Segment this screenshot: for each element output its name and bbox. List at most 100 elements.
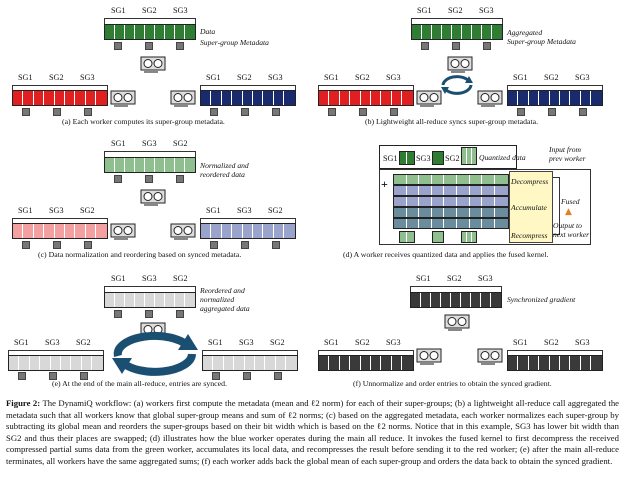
panel-caption: (a) Each worker computes its super-group… [62, 117, 225, 126]
metadata-chip [241, 241, 249, 249]
sync-cycle-icon [441, 75, 473, 95]
data-array-pink [12, 223, 108, 239]
sg-label: SG2 [445, 154, 460, 163]
metadata-chip [114, 310, 122, 318]
data-array-navy [200, 90, 296, 106]
metadata-chip [548, 108, 556, 116]
sg-label: SG2 [544, 338, 559, 347]
panel-c: SG1 SG3 SG2 Normalized and reordered dat… [0, 133, 312, 261]
sg-label: SG2 [447, 274, 462, 283]
data-array-red [318, 90, 414, 106]
panel-caption: (b) Lightweight all-reduce syncs super-g… [365, 117, 539, 126]
sg-brace [202, 350, 298, 356]
metadata-chip [22, 108, 30, 116]
metadata-chip [176, 42, 184, 50]
metadata-chip [210, 108, 218, 116]
sg-brace [104, 18, 196, 24]
sg-label: SG3 [479, 6, 494, 15]
panel-a: SG1 SG2 SG3 Data Super-group Metadata SG… [0, 0, 312, 128]
sg-label: SG2 [355, 73, 370, 82]
sg-label: SG1 [111, 274, 126, 283]
data-array-red [12, 90, 108, 106]
sg-label: SG3 [416, 154, 431, 163]
gpu-icon [416, 348, 442, 365]
metadata-chip [210, 241, 218, 249]
data-array-green [411, 24, 503, 40]
stack-row-mixed [393, 218, 509, 229]
gpu-icon [447, 56, 473, 73]
sg-brace [318, 350, 414, 356]
sg-label: SG3 [45, 338, 60, 347]
sg-label: SG1 [324, 73, 339, 82]
note-metadata: Super-group Metadata [200, 38, 269, 47]
sg-label: SG1 [417, 6, 432, 15]
sg-brace [200, 218, 296, 224]
note-data: Data [200, 27, 216, 36]
sg-label: SG3 [478, 274, 493, 283]
sg-label: SG2 [80, 206, 95, 215]
sg-label: SG3 [575, 338, 590, 347]
panel-e: SG1 SG3 SG2 Reordered and normalized agg… [0, 266, 312, 394]
sg-label: SG1 [208, 338, 223, 347]
stack-row-lavender [393, 196, 509, 207]
data-array-green [104, 24, 196, 40]
metadata-chip [84, 108, 92, 116]
metadata-chip [421, 42, 429, 50]
sg-label: SG3 [386, 73, 401, 82]
metadata-chip [145, 42, 153, 50]
sg-brace [104, 286, 196, 292]
quant-block [432, 151, 444, 165]
stack-row-green [393, 174, 509, 185]
sg-label: SG3 [575, 73, 590, 82]
gpu-icon [110, 90, 136, 107]
sg-label: SG1 [206, 206, 221, 215]
output-quant-block [399, 231, 415, 243]
data-array-gray [8, 355, 104, 371]
note-normalized: Normalized and reordered data [200, 161, 249, 179]
sg-label: SG1 [14, 338, 29, 347]
sg-label: SG3 [268, 73, 283, 82]
sg-brace [8, 350, 104, 356]
gpu-icon [416, 90, 442, 107]
panel-caption: (d) A worker receives quantized data and… [343, 250, 549, 259]
data-array-dark [410, 292, 502, 308]
figure-caption-text: The DynamiQ workflow: (a) workers first … [6, 398, 620, 466]
sg-label: SG2 [142, 6, 157, 15]
metadata-chip [390, 108, 398, 116]
metadata-chip [80, 372, 88, 380]
sg-label: SG3 [237, 206, 252, 215]
sg-brace [507, 350, 603, 356]
metadata-chip [328, 108, 336, 116]
sg-label: SG2 [355, 338, 370, 347]
kernel-box [379, 169, 591, 245]
metadata-chip [114, 42, 122, 50]
sg-label: SG1 [111, 6, 126, 15]
metadata-chip [274, 372, 282, 380]
output-quant-block [432, 231, 444, 243]
quantized-data-label: Quantized data [479, 153, 526, 162]
sg-label: SG2 [49, 73, 64, 82]
data-array-light-green [104, 157, 196, 173]
gpu-icon [170, 90, 196, 107]
sg-label: SG1 [206, 73, 221, 82]
sg-label: SG2 [173, 139, 188, 148]
panel-caption: (c) Data normalization and reordering ba… [38, 250, 242, 259]
stack-row-lavender [393, 185, 509, 196]
plus-sign: + [381, 177, 388, 191]
fused-kernel-box [509, 171, 553, 243]
metadata-chip [145, 175, 153, 183]
sg-label: SG1 [513, 338, 528, 347]
input-label: Input from prev worker [549, 145, 586, 163]
sg-brace [411, 18, 503, 24]
sg-label: SG1 [513, 73, 528, 82]
stack-row-mixed [393, 207, 509, 218]
sg-label: SG3 [80, 73, 95, 82]
gpu-icon [170, 223, 196, 240]
metadata-chip [452, 42, 460, 50]
panel-caption: (f) Unnormalize and order entries to obt… [353, 379, 552, 388]
sg-label: SG2 [448, 6, 463, 15]
sg-label: SG2 [237, 73, 252, 82]
sg-brace [200, 85, 296, 91]
quant-block [399, 151, 415, 165]
metadata-chip [212, 372, 220, 380]
